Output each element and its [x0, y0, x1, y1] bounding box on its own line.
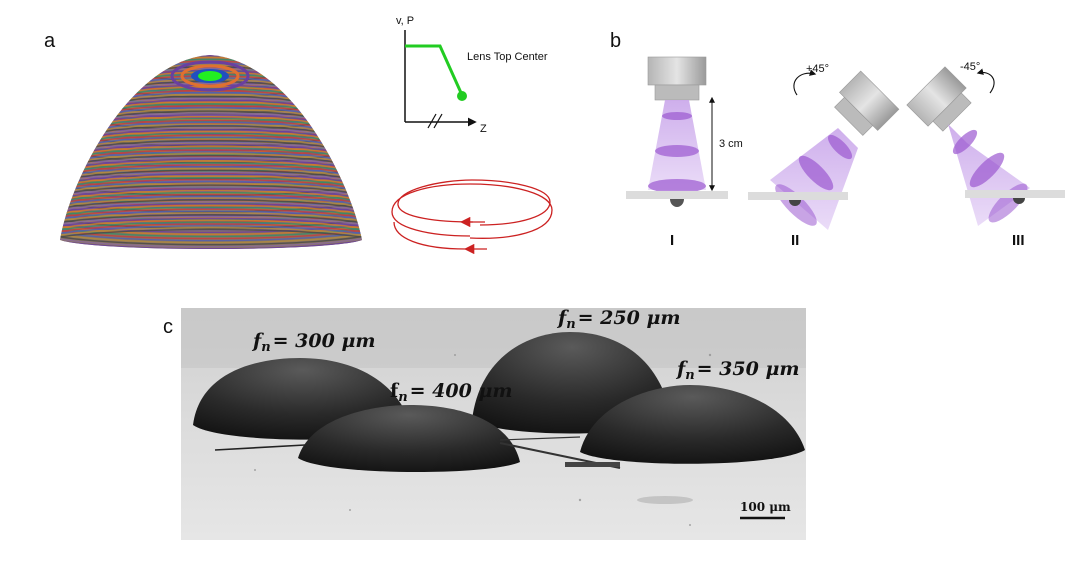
curve-label: Lens Top Center	[467, 51, 548, 63]
lens-dome-model	[32, 55, 388, 261]
stage-label-III: III	[1012, 232, 1025, 249]
sem-image: fn= 300 μm fn= 250 μm fn= 400 μm fn= 350…	[181, 307, 806, 540]
lens-top-center-marker	[198, 71, 222, 81]
angle-label-plus45: +45°	[806, 63, 829, 75]
exposure-setup-III: -45° III	[907, 61, 1065, 249]
substrate-I	[626, 191, 728, 199]
x-axis-label: Z	[480, 123, 487, 135]
objective-head-III	[907, 67, 966, 126]
objective-head-I	[648, 57, 706, 85]
exposure-setup-I: 3 cm I	[626, 57, 743, 249]
substrate-II	[748, 192, 848, 200]
substrate-III	[965, 190, 1065, 198]
height-label: 3 cm	[719, 138, 743, 150]
lens-sample-I	[670, 199, 684, 207]
curve-end-dot	[457, 91, 467, 101]
scan-spiral	[392, 180, 552, 249]
y-axis-label: v, P	[396, 15, 414, 27]
exposure-setup-II: +45° II	[748, 63, 899, 249]
velocity-power-graph: v, P Z Lens Top Center	[396, 15, 548, 135]
stage-label-II: II	[791, 232, 799, 249]
stage-label-I: I	[670, 232, 674, 249]
power-curve	[405, 46, 462, 95]
scale-bar-label: 100 μm	[740, 500, 791, 514]
angle-label-minus45: -45°	[960, 61, 980, 73]
